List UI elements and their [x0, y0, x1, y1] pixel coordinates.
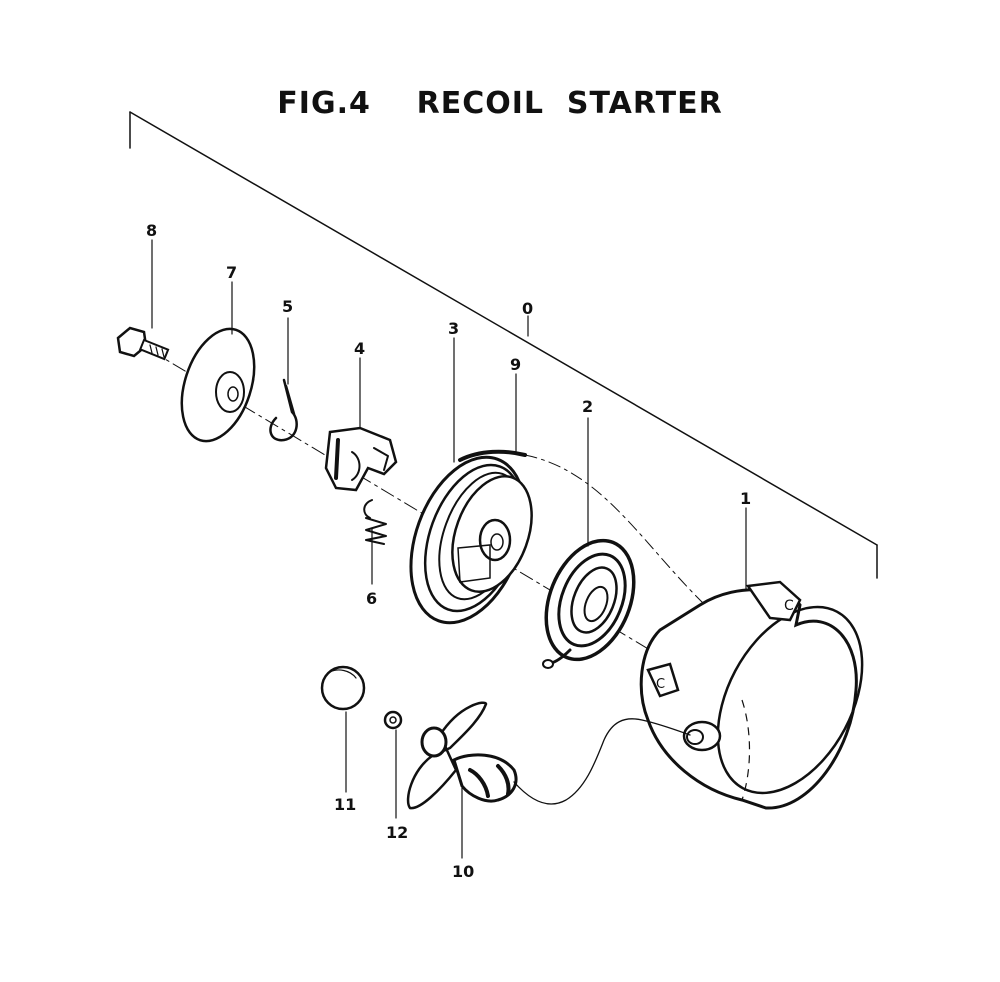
ratchet-part: [324, 426, 398, 492]
ratchet-spring-part: [363, 499, 387, 545]
washer-part: [383, 710, 403, 730]
callout-2: 2: [582, 397, 593, 416]
callout-6: 6: [366, 589, 377, 608]
bolt-part: [116, 326, 170, 361]
callout-12: 12: [386, 823, 408, 842]
callout-9: 9: [510, 355, 521, 374]
svg-text:C: C: [656, 677, 665, 692]
recoil-spring-part: [542, 538, 636, 669]
callout-10: 10: [452, 862, 474, 881]
reel-part: [409, 449, 533, 625]
callout-0: 0: [522, 299, 533, 318]
leader-lines: [151, 239, 747, 859]
callout-7: 7: [226, 263, 237, 282]
figure-title: FIG.4 RECOIL STARTER: [277, 86, 723, 121]
svg-text:C: C: [784, 598, 794, 614]
cap-part: [320, 665, 366, 711]
callout-11: 11: [334, 795, 356, 814]
pull-rope: [513, 718, 691, 805]
assembly-bracket: [129, 111, 878, 579]
case-part: C C: [639, 580, 864, 810]
handle-part: [406, 701, 518, 810]
callout-3: 3: [448, 319, 459, 338]
callout-5: 5: [282, 297, 293, 316]
callout-8: 8: [146, 221, 157, 240]
callout-1: 1: [740, 489, 751, 508]
friction-plate-part: [180, 327, 256, 443]
clip-part: [269, 378, 298, 442]
callout-4: 4: [354, 339, 365, 358]
